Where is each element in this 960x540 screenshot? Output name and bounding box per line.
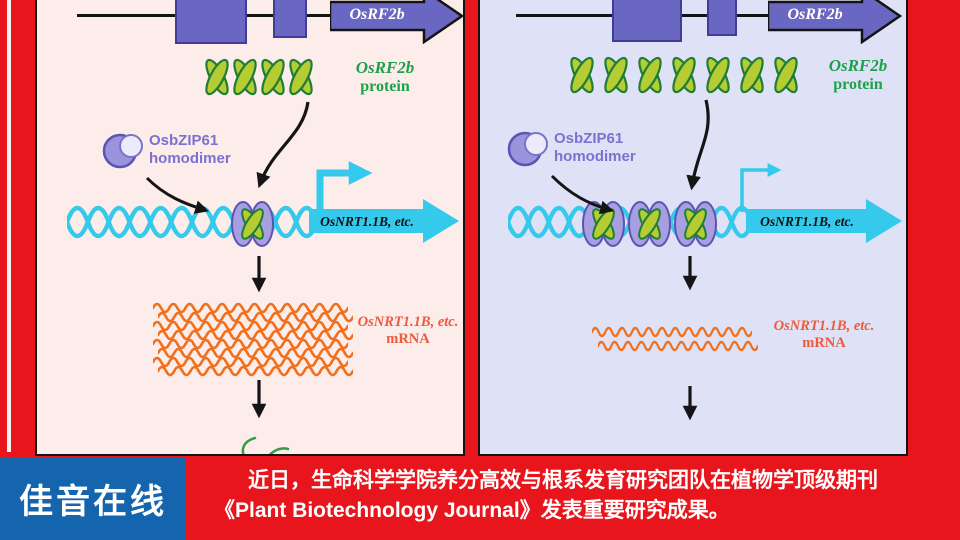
mrna-label: OsNRT1.1B, etc. mRNA <box>353 314 463 348</box>
protein-label: OsRF2b protein <box>806 56 906 94</box>
sprout-icon <box>241 436 290 454</box>
protein-icon <box>600 54 632 96</box>
mrna-label-word: mRNA <box>386 331 430 347</box>
gene-arrow <box>768 0 902 44</box>
mrna-label-gene: OsNRT1.1B, etc. <box>357 314 459 330</box>
target-gene-label: OsNRT1.1B, etc. <box>760 214 854 229</box>
diagram-panel-left: OsRF2b OsRF2b protein OsbZIP61 homodimer… <box>35 0 465 456</box>
mrna-label-gene: OsNRT1.1B, etc. <box>773 318 875 334</box>
curved-arrow <box>256 101 310 189</box>
caption-line1: 近日，生命科学学院养分高效与根系发育研究团队在植物学顶级期刊 <box>248 469 878 492</box>
homodimer-icon <box>102 133 143 169</box>
gene-exon <box>273 0 307 38</box>
target-gene-label: OsNRT1.1B, etc. <box>320 214 414 229</box>
protein-icon <box>566 54 598 96</box>
homodimer-icon <box>507 131 548 167</box>
brand-text: 佳音在线 <box>19 483 167 521</box>
brand-box: 佳音在线 <box>0 457 186 540</box>
mrna-strand <box>598 340 758 352</box>
protein-label-word: protein <box>360 78 410 95</box>
mrna-strand <box>158 365 353 377</box>
tf-complex-icon <box>231 201 274 247</box>
protein-label: OsRF2b protein <box>329 58 441 96</box>
tf-complex-icon <box>628 201 671 247</box>
gene-arrow-label: OsRF2b <box>349 6 405 23</box>
mrna-label: OsNRT1.1B, etc. mRNA <box>772 318 876 352</box>
left-edge-artifact <box>7 0 11 452</box>
protein-label-word: protein <box>833 76 883 93</box>
news-caption: 近日，生命科学学院养分高效与根系发育研究团队在植物学顶级期刊 《Plant Bi… <box>196 466 956 526</box>
tf-complex-icon <box>674 201 717 247</box>
curved-arrow <box>686 99 710 191</box>
protein-label-gene: OsRF2b <box>355 58 415 77</box>
protein-icon <box>668 54 700 96</box>
protein-icon <box>634 54 666 96</box>
gene-exon <box>612 0 682 42</box>
target-gene-arrow <box>746 199 902 243</box>
homodimer-label: OsbZIP61 homodimer <box>149 132 231 167</box>
mrna-label-word: mRNA <box>802 335 846 351</box>
protein-icon <box>736 54 768 96</box>
protein-icon <box>702 54 734 96</box>
dna-helix <box>67 198 317 246</box>
gene-arrow <box>330 0 463 44</box>
gene-exon <box>707 0 737 36</box>
mrna-strand <box>592 326 752 338</box>
protein-icon <box>770 54 802 96</box>
protein-icon <box>285 56 317 98</box>
gene-arrow-label: OsRF2b <box>787 6 843 23</box>
tf-complex-icon <box>582 201 625 247</box>
homodimer-label: OsbZIP61 homodimer <box>554 130 636 165</box>
protein-label-gene: OsRF2b <box>828 56 888 75</box>
caption-line2: 《Plant Biotechnology Journal》发表重要研究成果。 <box>214 499 730 522</box>
gene-exon <box>175 0 247 44</box>
diagram-panel-right: OsRF2b OsRF2b protein OsbZIP61 homodimer… <box>478 0 908 456</box>
